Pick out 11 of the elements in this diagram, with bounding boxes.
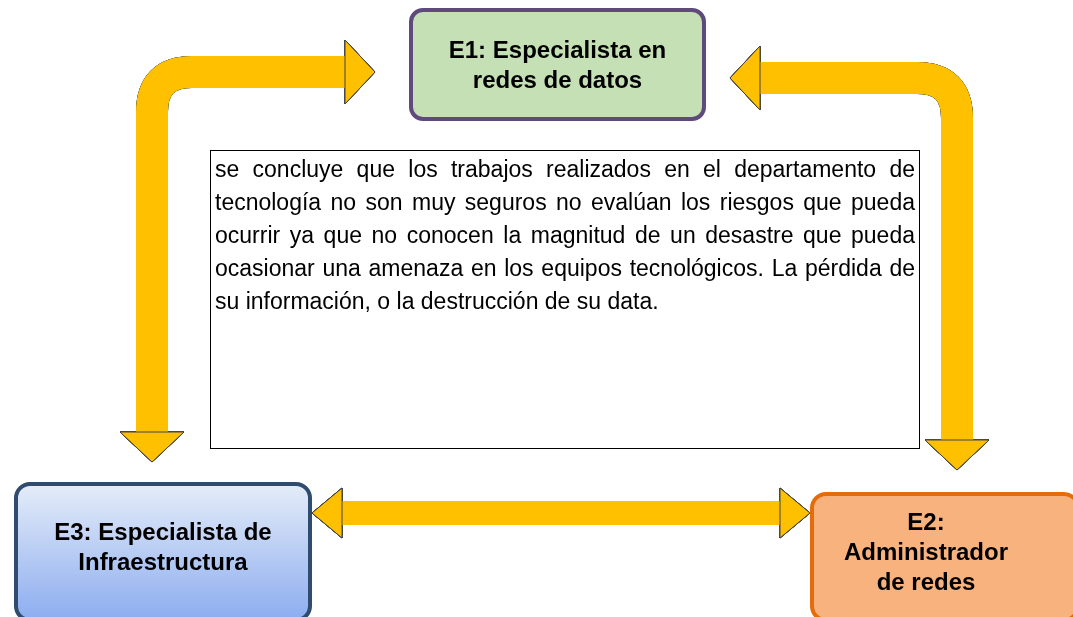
role-box [409,8,706,121]
role-title: E2: Administrador de redes [843,507,1009,597]
role-title: E1: Especialista en redes de datos [447,34,668,95]
text-panel [210,150,920,449]
block-arrow [729,45,990,471]
role-title: E3: Especialista de Infraestructura [53,517,273,577]
block-arrow [311,487,811,539]
block-arrow [119,39,376,463]
role-box [810,492,1073,617]
paragraph: se concluye que los trabajos realizados en el departamento de tecnología no son muy seguros no evalúan los riesgos que pueda ocurrir ya que no conocen la magnitud de un desastre que pueda ocasionar una amenaza en los equipos tecnológicos. La pérdida de su información, o la destrucción de su data. [215,155,915,316]
role-box [14,482,312,617]
